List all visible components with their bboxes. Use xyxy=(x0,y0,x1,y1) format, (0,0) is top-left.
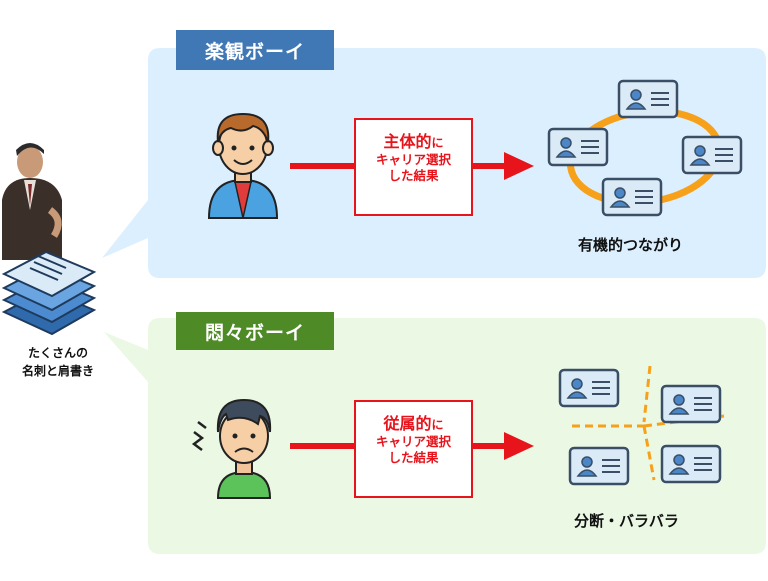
businessman-illustration xyxy=(1,143,97,336)
card-icon xyxy=(660,384,722,424)
bottom-tag: 悶々ボーイ xyxy=(176,312,334,350)
cards-label-line1: たくさんの xyxy=(27,346,88,360)
top-box-line2: キャリア選択 xyxy=(375,152,451,167)
card-icon xyxy=(681,135,743,175)
card-icon xyxy=(601,177,663,217)
card-icon xyxy=(568,446,630,486)
bottom-box-main: 従属的 xyxy=(383,414,432,433)
bottom-box-suffix: に xyxy=(431,418,444,432)
top-box-line3: した結果 xyxy=(388,167,439,183)
top-box-main: 主体的 xyxy=(383,132,432,151)
top-caption: 有機的つながり xyxy=(578,236,684,254)
bottom-box-line3: した結果 xyxy=(388,449,439,465)
card-icon xyxy=(617,79,679,119)
top-box-suffix: に xyxy=(431,136,444,150)
worried-boy-icon xyxy=(191,398,272,499)
bottom-box-line2: キャリア選択 xyxy=(375,434,451,449)
card-icon xyxy=(660,444,722,484)
cards-label: たくさんの 名刺と肩書き xyxy=(4,344,112,380)
top-choice-box: 主体的に キャリア選択 した結果 xyxy=(354,118,473,216)
cards-label-line2: 名刺と肩書き xyxy=(21,364,94,378)
bottom-caption: 分断・バラバラ xyxy=(574,512,679,530)
stacked-cards-icon xyxy=(1,250,97,336)
top-tag: 楽観ボーイ xyxy=(176,30,334,70)
card-icon xyxy=(558,368,620,408)
happy-boy-icon xyxy=(207,112,279,219)
bottom-choice-box: 従属的に キャリア選択 した結果 xyxy=(354,400,473,498)
connected-cards-network xyxy=(547,79,743,217)
fragmented-cards xyxy=(558,365,725,486)
card-icon xyxy=(547,127,609,167)
